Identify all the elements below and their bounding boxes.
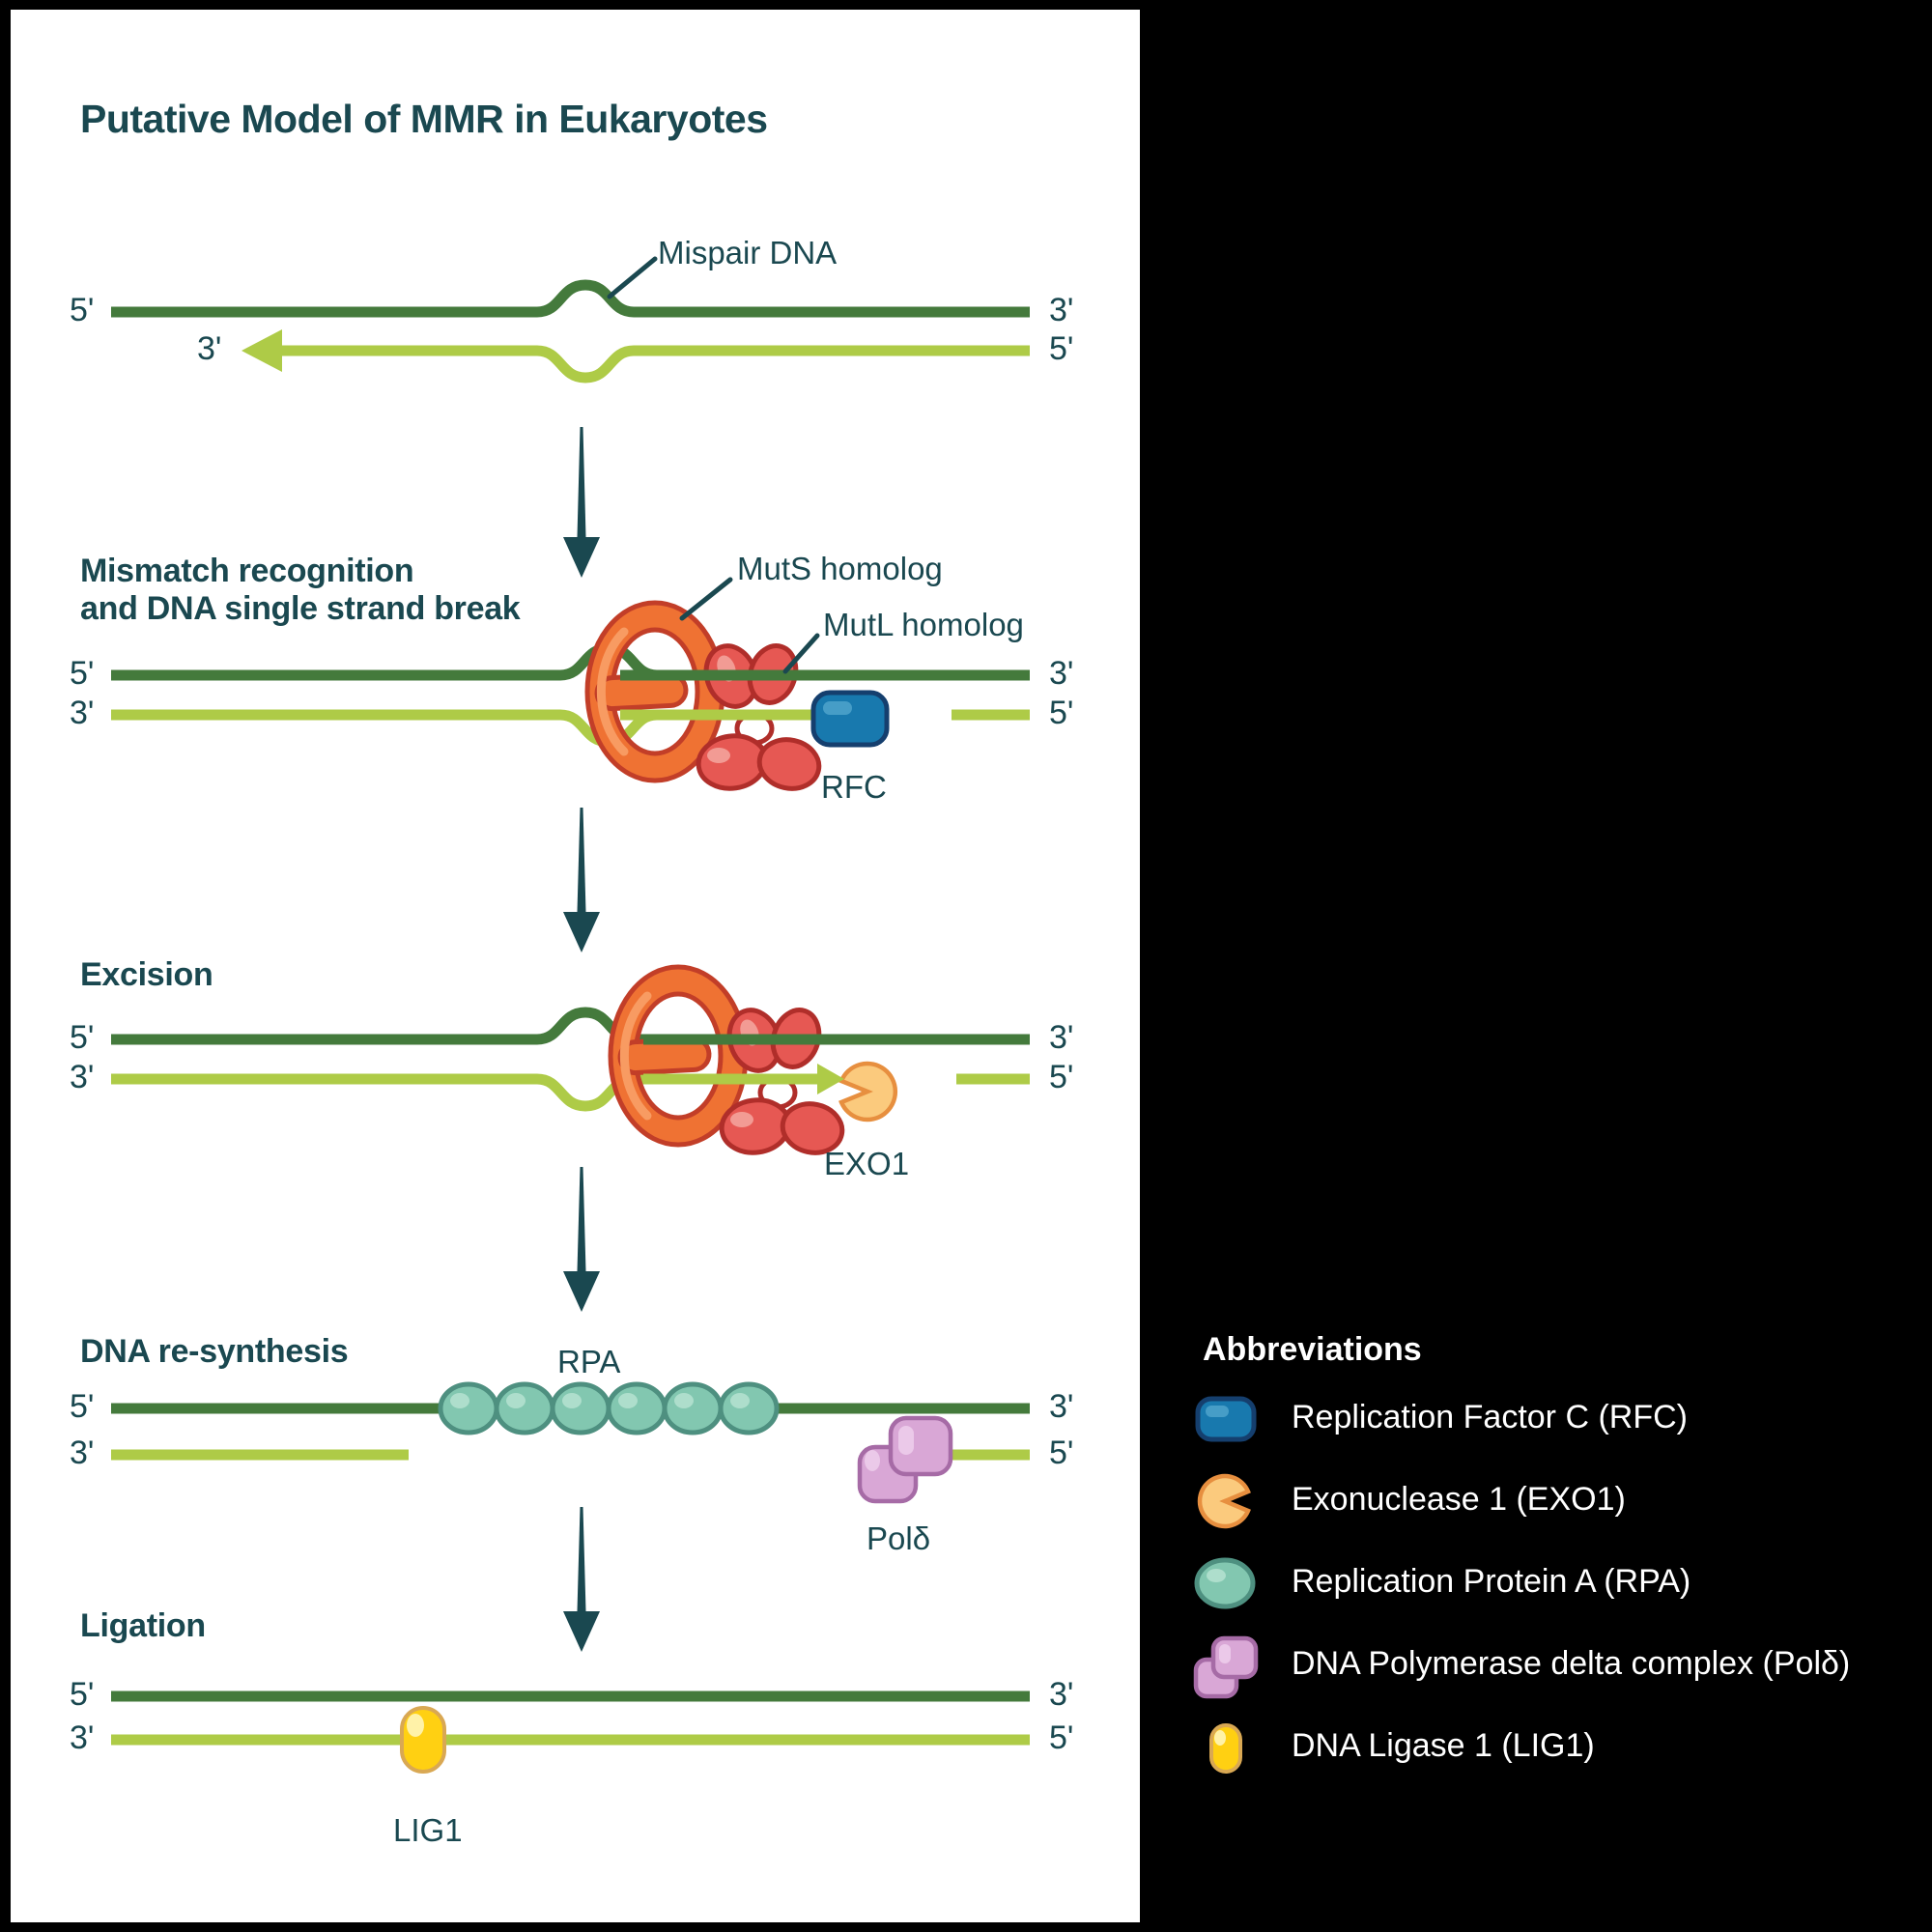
dna-top-strand-s2	[111, 642, 658, 681]
section-heading-resynthesis: DNA re-synthesis	[80, 1333, 349, 1370]
prime-label: 3'	[197, 330, 222, 367]
prime-label: 5'	[70, 1019, 95, 1056]
muts-highlight	[596, 627, 629, 756]
legend-heading: Abbreviations	[1203, 1331, 1422, 1368]
prime-label: 3'	[70, 1719, 95, 1756]
down-arrow-2	[563, 808, 600, 952]
dna-bottom-strand-s1	[276, 345, 1030, 384]
rpa-label: RPA	[557, 1344, 621, 1379]
down-arrow-4	[563, 1507, 600, 1652]
rfc-label: RFC	[821, 769, 887, 805]
legend-item-pold: DNA Polymerase delta complex (Polδ)	[1292, 1645, 1851, 1682]
prime-label: 3'	[1049, 655, 1074, 692]
muts-mutl-complex-excision	[611, 967, 847, 1158]
prime-label: 5'	[1049, 1059, 1074, 1095]
exo1-shape	[838, 1061, 898, 1122]
pold-shape	[857, 1415, 953, 1504]
section-heading-excision: Excision	[80, 956, 213, 993]
down-arrow-1	[563, 427, 600, 578]
mispair-dna-label: Mispair DNA	[658, 235, 838, 270]
lig1-label: LIG1	[393, 1812, 463, 1848]
rpa-bead	[438, 1381, 499, 1435]
pold-label: Polδ	[867, 1520, 931, 1556]
prime-label: 5'	[1049, 330, 1074, 367]
rpa-bead	[606, 1381, 668, 1435]
page-title: Putative Model of MMR in Eukaryotes	[80, 97, 768, 141]
legend-item-rfc: Replication Factor C (RFC)	[1292, 1399, 1688, 1435]
prime-label: 5'	[1049, 1719, 1074, 1756]
section-heading-recognition-line2: and DNA single strand break	[80, 590, 521, 627]
legend-item-rpa: Replication Protein A (RPA)	[1292, 1563, 1691, 1600]
rfc-icon	[1195, 1396, 1257, 1442]
pold-icon	[1193, 1635, 1259, 1699]
legend-item-lig1: DNA Ligase 1 (LIG1)	[1292, 1727, 1595, 1764]
prime-label: 5'	[70, 655, 95, 692]
prime-label: 5'	[70, 292, 95, 328]
prime-label: 3'	[70, 1059, 95, 1095]
dna-top-strand-s1	[111, 279, 1030, 318]
prime-label: 3'	[1049, 1388, 1074, 1425]
prime-label: 5'	[70, 1676, 95, 1713]
strand-arrowhead-left-s1	[242, 329, 282, 372]
mutl-lower-lobe-right	[756, 737, 822, 791]
mutl-homolog-label: MutL homolog	[823, 607, 1024, 642]
exo1-label: EXO1	[824, 1146, 910, 1181]
rpa-bead	[718, 1381, 780, 1435]
muts-homolog-shape	[584, 600, 725, 783]
diagram-panel	[11, 10, 1140, 1922]
prime-label: 5'	[70, 1388, 95, 1425]
lig1-shape	[400, 1706, 446, 1774]
section-heading-ligation: Ligation	[80, 1607, 206, 1644]
mutl-pointer-line	[782, 633, 820, 674]
rpa-chain	[438, 1381, 780, 1435]
rpa-icon	[1194, 1557, 1256, 1609]
prime-label: 5'	[1049, 1435, 1074, 1471]
dna-bottom-strand-s3	[111, 1073, 657, 1112]
prime-label: 3'	[70, 1435, 95, 1471]
exo1-icon	[1197, 1473, 1251, 1529]
mutl-lower-highlight	[707, 748, 730, 763]
prime-label: 5'	[1049, 695, 1074, 731]
rpa-bead	[662, 1381, 724, 1435]
down-arrow-3	[563, 1167, 600, 1312]
legend-item-exo1: Exonuclease 1 (EXO1)	[1292, 1481, 1626, 1518]
rfc-highlight	[823, 701, 852, 715]
dna-bottom-strand-s2	[111, 709, 658, 748]
prime-label: 3'	[1049, 1676, 1074, 1713]
rpa-bead	[550, 1381, 611, 1435]
prime-label: 3'	[70, 695, 95, 731]
muts-pointer-line	[679, 577, 733, 621]
dna-top-strand-s3	[111, 1007, 657, 1045]
mispair-pointer-line	[607, 256, 658, 299]
rfc-shape	[810, 690, 890, 748]
muts-mutl-complex	[584, 600, 822, 791]
prime-label: 3'	[1049, 1019, 1074, 1056]
muts-homolog-label: MutS homolog	[737, 551, 943, 586]
prime-label: 3'	[1049, 292, 1074, 328]
lig1-icon	[1209, 1723, 1242, 1774]
strand-arrowhead-exo1	[817, 1064, 844, 1094]
rpa-bead	[494, 1381, 555, 1435]
section-heading-recognition-line1: Mismatch recognition	[80, 553, 414, 589]
